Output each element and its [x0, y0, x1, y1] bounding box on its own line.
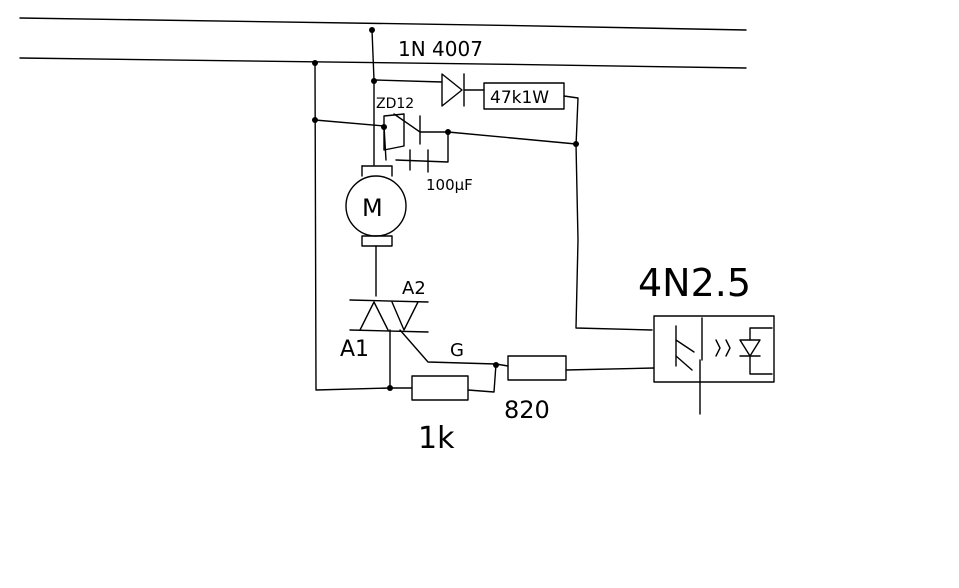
resistor-1k — [411, 375, 469, 401]
junction-dot — [312, 60, 318, 66]
label-resistor-bottom: 1k — [418, 421, 455, 456]
label-resistor-supply: 47k1W — [490, 88, 549, 108]
junction-dot — [493, 362, 499, 368]
wire-right-vertical — [575, 143, 653, 331]
junction-dot — [312, 117, 318, 123]
zener-diode — [383, 113, 421, 151]
wire-node-right-long — [447, 131, 577, 145]
label-triac-a1: A1 — [340, 337, 369, 362]
mains-line-top — [19, 17, 747, 31]
wire-node-to-diode — [373, 79, 443, 83]
motor — [345, 165, 407, 297]
wire-gate — [495, 363, 655, 371]
wire-left-to-zener — [314, 119, 385, 127]
label-diode: 1N 4007 — [398, 37, 483, 61]
wire-resistor-to-right — [563, 95, 579, 147]
label-triac-gate: G — [450, 340, 464, 361]
label-resistor-gate: 820 — [504, 396, 550, 424]
capacitor-100uf — [383, 125, 449, 173]
junction-dot — [371, 78, 377, 84]
junction-dot — [369, 27, 375, 33]
label-optocoupler: 4N2.5 — [638, 261, 751, 305]
junction-dot — [445, 129, 451, 135]
junction-dot — [573, 141, 579, 147]
diode-1n4007 — [441, 73, 485, 107]
mains-line-bottom — [19, 57, 747, 69]
label-triac-a2: A2 — [402, 278, 426, 299]
label-capacitor: 100µF — [426, 176, 473, 194]
junction-dot — [387, 385, 393, 391]
resistor-820 — [507, 355, 567, 381]
label-zener: ZD12 — [376, 96, 414, 112]
wire-bottom-1k — [389, 363, 497, 393]
wire-top-rail-to-motor — [371, 29, 375, 166]
wire-left-return — [314, 62, 391, 391]
junction-dot — [381, 124, 387, 130]
label-motor: M — [362, 194, 383, 222]
optocoupler — [653, 315, 775, 415]
triac — [349, 299, 497, 389]
